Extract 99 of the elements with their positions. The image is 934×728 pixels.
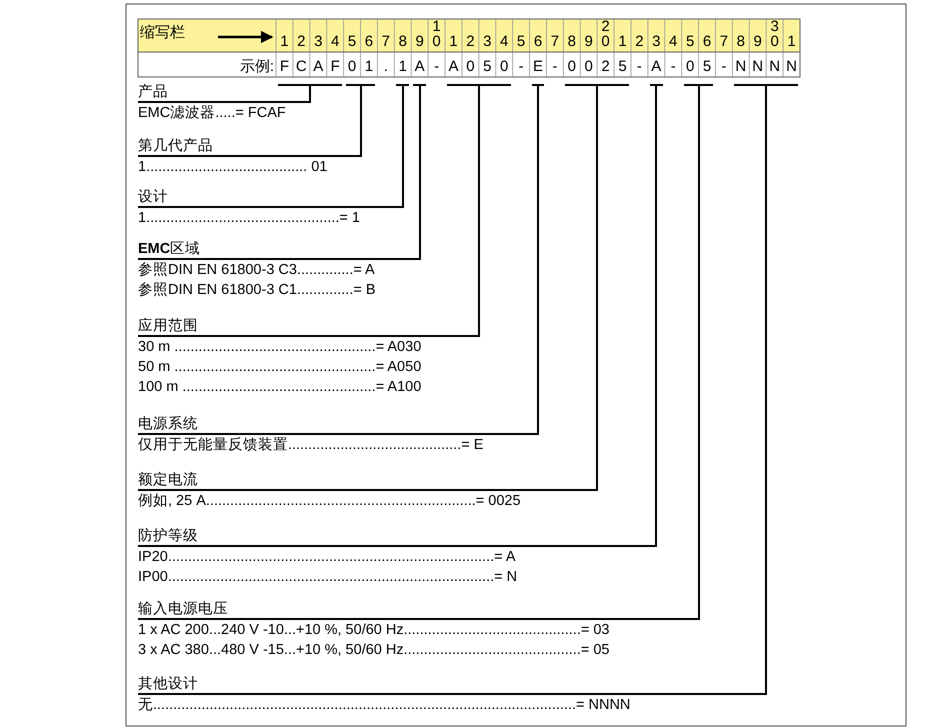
option-line: 3 x AC 380...480 V -15...+10 %, 50/60 Hz............................................= 05 [138,642,610,658]
code-character: 0 [346,57,358,77]
position-number: 5 [346,32,358,52]
option-line: 例如, 25 A...................................................................= 0025 [138,493,521,509]
position-number: 9 [414,32,425,52]
code-character: 5 [482,57,492,77]
position-number: 8 [566,32,577,52]
position-number: 1 [448,32,459,52]
section-heading: 第几代产品 [138,138,213,154]
table-heading: 缩写栏 [140,23,186,43]
option-line: 50 m ..................................................= A050 [138,359,422,375]
leader-line [537,86,539,435]
position-number: 3 [651,32,662,52]
leader-line [765,86,767,695]
code-character: 2 [600,57,611,77]
leader-line [419,86,421,260]
position-number: 9 [752,32,763,52]
option-line: 1................................................= 1 [138,210,360,226]
code-character: 1 [364,57,374,77]
row-label: 示例: [238,57,274,77]
position-number: 2 0 [600,19,611,52]
code-character: 5 [617,57,628,77]
code-character: N [751,57,764,77]
code-character: F [330,57,341,77]
section-heading: 产品 [138,84,168,100]
position-number: 1 [617,32,628,52]
position-number: 2 [634,32,645,52]
code-character: N [768,57,782,77]
code-character: N [785,57,798,77]
section-heading: 设计 [138,189,168,205]
position-number: 3 [313,32,324,52]
position-number: 5 [684,32,696,52]
option-line: IP20.................................................................................= A [138,549,516,565]
code-character: 0 [584,57,594,77]
section-heading: 额定电流 [138,472,198,488]
option-line: EMC滤波器.....= FCAF [138,105,286,121]
position-number: 1 [786,32,797,52]
position-number: 6 [702,32,712,52]
code-character: F [278,57,290,77]
position-number: 1 0 [431,19,442,52]
position-number: 7 [718,32,730,52]
option-line: 1........................................ 01 [138,159,328,175]
position-number: 5 [516,32,526,52]
position-number: 4 [668,32,678,52]
position-number: 1 [279,32,290,52]
position-number: 6 [532,32,544,52]
option-line: 参照DIN EN 61800-3 C1..............= B [138,282,376,298]
leader-line [360,86,362,157]
code-character: - [433,57,440,77]
code-character: A [447,57,460,77]
leader-line [309,86,311,103]
position-number: 6 [364,32,374,52]
code-character: - [551,57,558,77]
position-number: 4 [330,32,340,52]
code-character: - [636,57,643,77]
position-number: 9 [584,32,594,52]
position-number: 2 [465,32,476,52]
leader-line [478,86,480,337]
code-character: - [518,57,525,77]
option-line: 1 x AC 200...240 V -10...+10 %, 50/60 Hz............................................= 03 [138,622,610,638]
code-character: 1 [398,57,408,77]
section-heading: EMC区域 [138,241,200,257]
code-character: 0 [566,57,577,77]
code-character: A [414,57,426,77]
code-character: E [532,57,544,77]
position-number: 2 [296,32,306,52]
code-character: . [382,57,389,77]
code-character: 5 [702,57,712,77]
section-heading: 其他设计 [138,676,198,692]
option-line: IP00.................................................................................= N [138,569,518,585]
code-character: A [650,57,662,77]
code-character: A [312,57,324,77]
code-character: - [720,57,728,77]
section-heading: 防护等级 [138,528,198,544]
leader-line [698,86,700,620]
position-number: 7 [550,32,560,52]
position-number: 7 [380,32,392,52]
code-character: 0 [684,57,696,77]
option-line: 仅用于无能量反馈装置...........................................= E [138,437,484,453]
option-line: 参照DIN EN 61800-3 C3..............= A [138,262,375,278]
position-number: 3 [482,32,492,52]
position-number: 8 [736,32,746,52]
code-character: N [734,57,748,77]
leader-line [655,86,657,547]
leader-line [402,86,404,208]
option-line: 30 m ..................................................= A030 [138,339,422,355]
option-line: 无.........................................................................................................= NNNN [138,697,630,713]
option-line: 100 m ................................................= A100 [138,379,422,395]
code-character: 0 [499,57,510,77]
leader-line [596,86,598,491]
code-character: 0 [465,57,476,77]
code-character: C [294,57,308,77]
section-heading: 电源系统 [138,416,198,432]
position-number: 4 [499,32,510,52]
code-character: - [670,57,677,77]
section-heading: 应用范围 [138,318,198,334]
section-heading: 输入电源电压 [138,601,228,617]
position-number: 3 0 [769,19,780,52]
position-number: 8 [398,32,408,52]
